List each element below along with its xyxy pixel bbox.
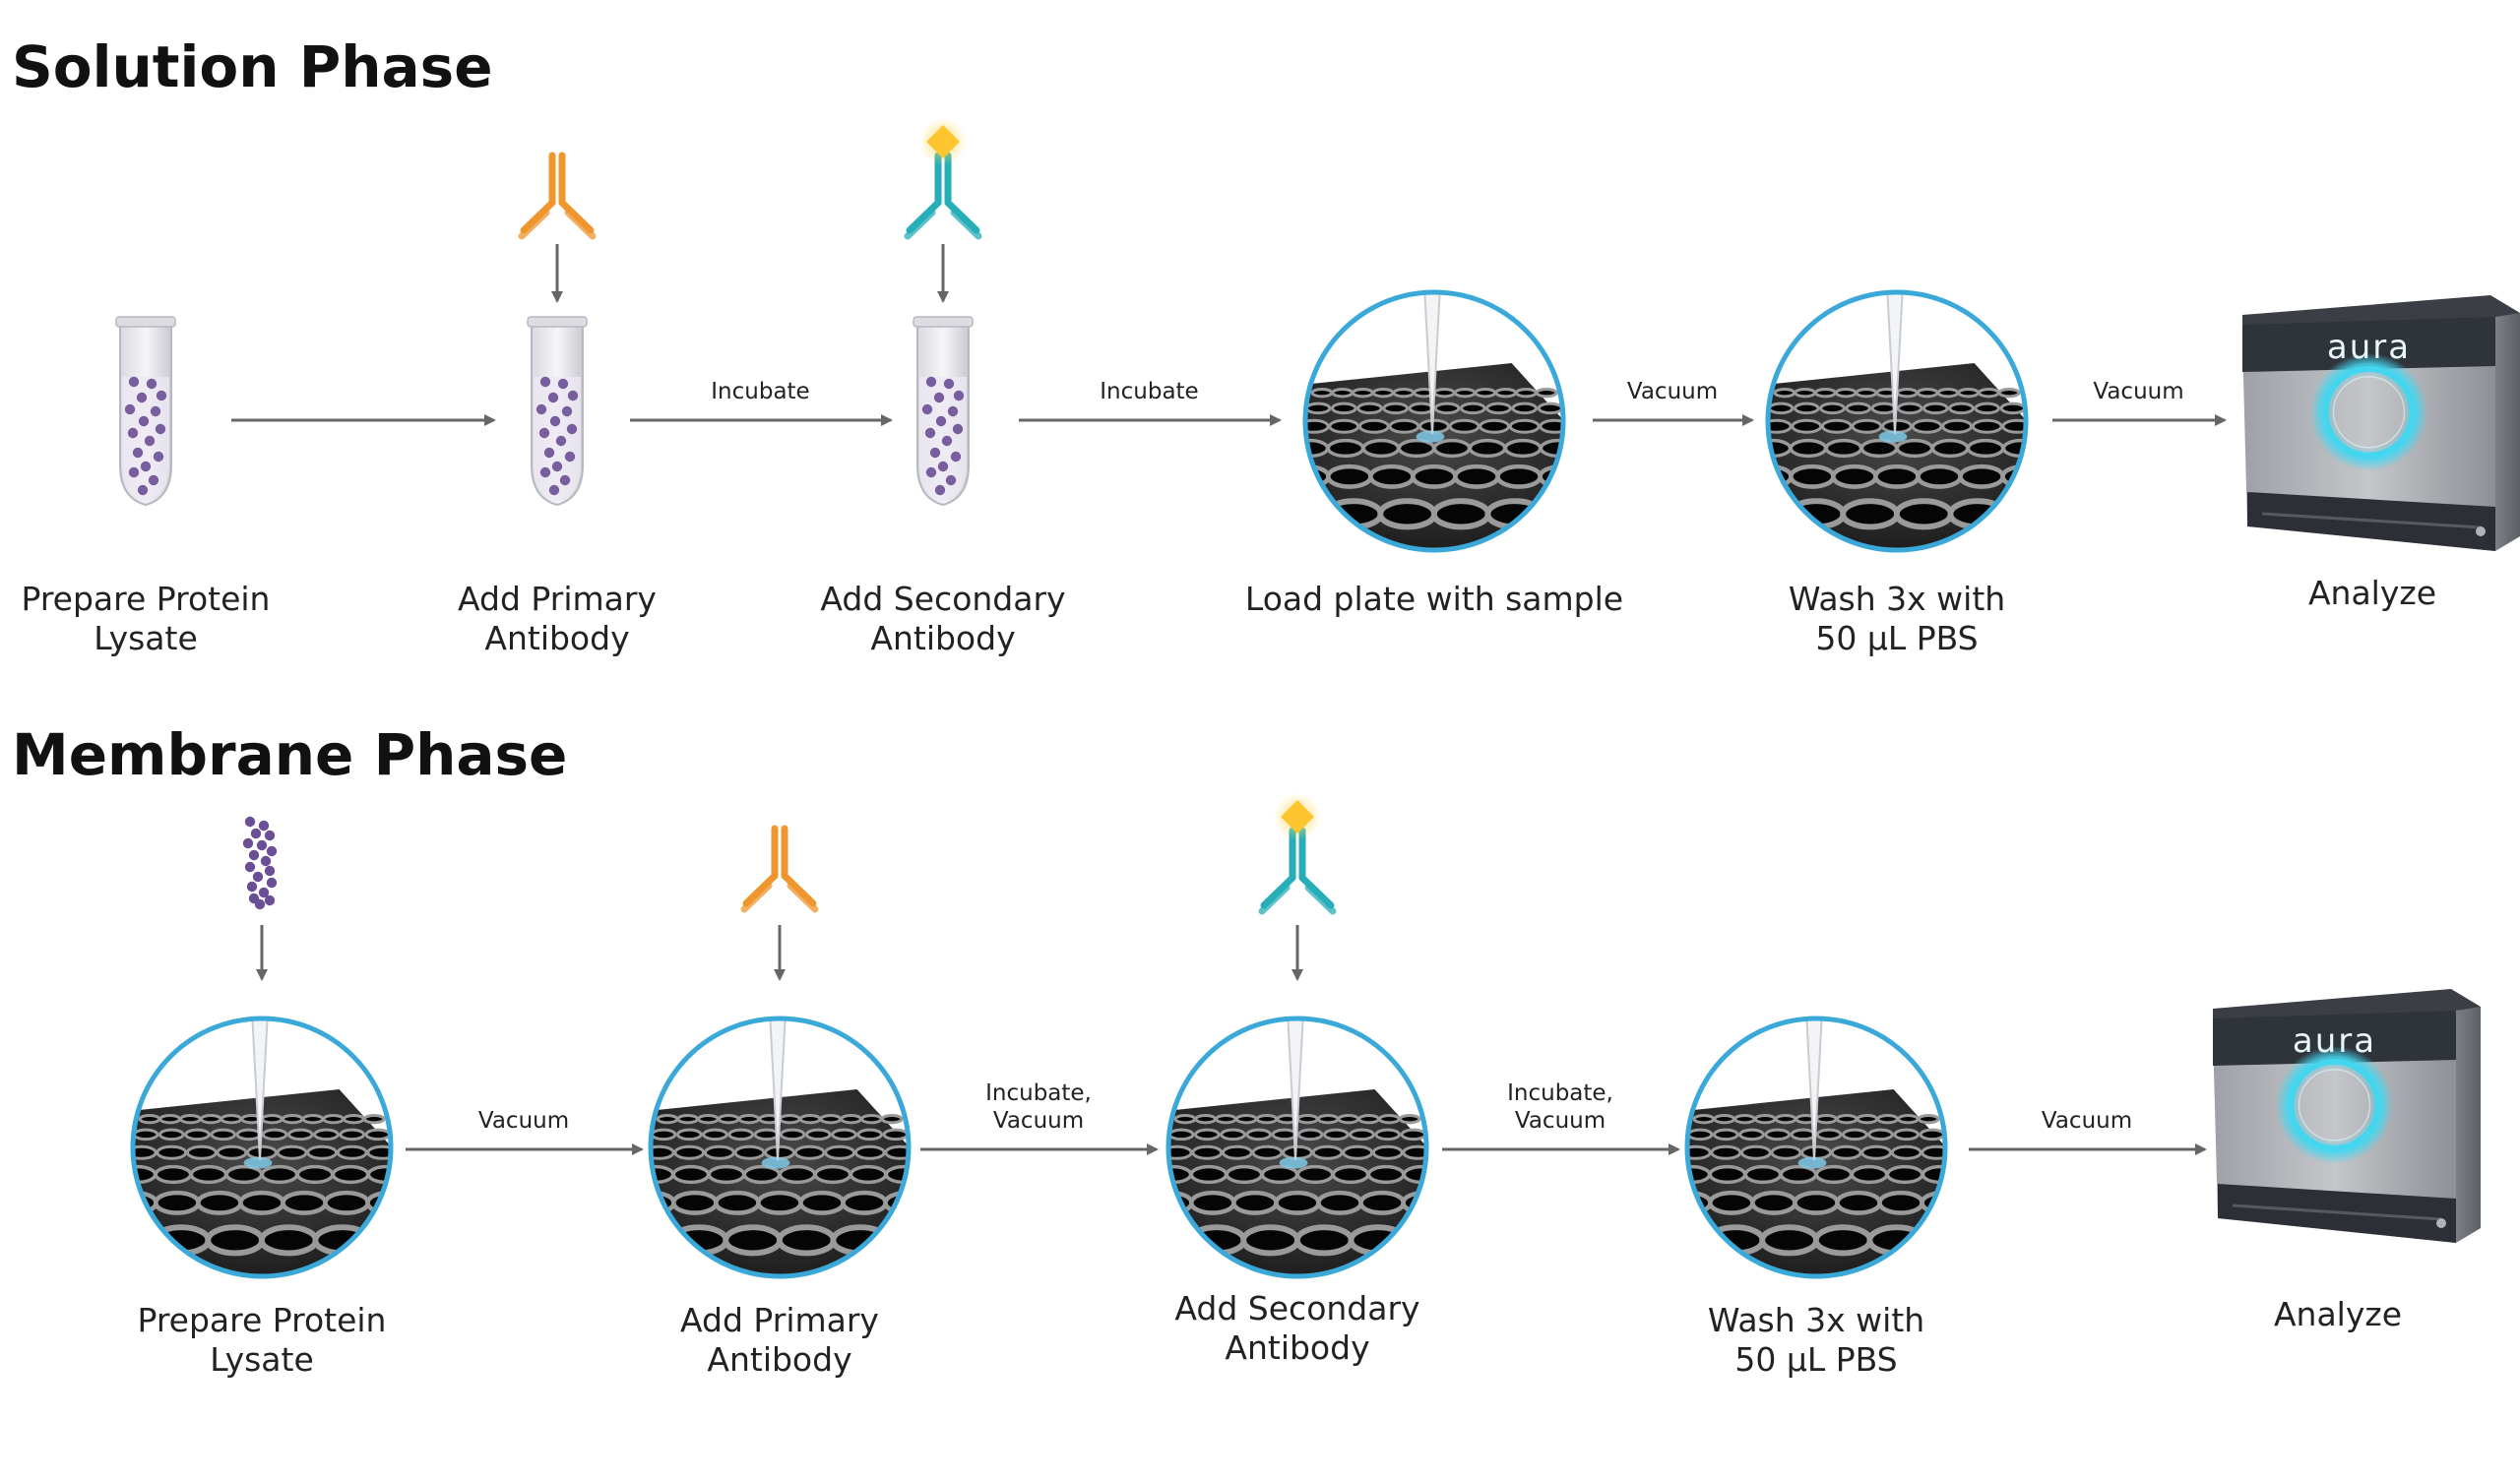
step-label: Antibody [707,1340,851,1379]
arrow-label: Incubate, [985,1080,1092,1106]
plate-well-zoom-icon [1302,289,1566,553]
plate-well-zoom-icon [648,1016,912,1279]
step-label: 50 µL PBS [1815,619,1978,657]
primary-antibody-icon [740,825,819,913]
step-add-primary [648,825,912,1279]
step-add-secondary [904,118,982,507]
step-prepare-lysate [115,316,176,507]
step-label: Wash 3x with [1789,580,2005,618]
arrow-label: Vacuum [2093,379,2183,404]
secondary-antibody-icon [1258,793,1337,915]
instrument-brand-label: aura [2327,328,2411,367]
plate-well-zoom-icon [130,1016,394,1279]
step-wash [1765,289,2029,553]
arrow-label: Vacuum [478,1108,569,1134]
sample-tube-icon [115,316,176,507]
solution-phase-title: Solution Phase [12,33,493,100]
step-analyze: aura [2242,295,2520,551]
step-label: Load plate with sample [1245,580,1623,618]
step-label: Antibody [1225,1328,1369,1367]
step-label: Prepare Protein [22,580,271,618]
aura-instrument-icon: aura [2213,989,2481,1243]
plate-well-zoom-icon [1765,289,2029,553]
step-label: Add Secondary [820,580,1065,618]
arrow-label: Incubate, [1507,1080,1613,1106]
arrow-label: Vacuum [993,1108,1084,1134]
step-label: Add Primary [458,580,657,618]
arrow-label: Vacuum [2042,1108,2132,1134]
arrow-label: Vacuum [1627,379,1718,404]
sample-tube-icon [527,316,588,507]
step-label: Add Primary [680,1301,879,1339]
step-label: Wash 3x with [1708,1301,1924,1339]
arrow-label: Incubate [1100,379,1198,404]
step-label: Antibody [870,619,1015,657]
step-label: Lysate [94,619,198,657]
step-prepare-lysate [130,816,394,1279]
step-add-primary [518,152,597,507]
step-label: Analyze [2274,1295,2402,1333]
instrument-brand-label: aura [2293,1021,2376,1061]
plate-well-zoom-icon [1166,1016,1429,1279]
step-add-secondary [1166,793,1429,1279]
step-label: Add Secondary [1174,1289,1419,1327]
step-load-plate [1302,289,1566,553]
step-analyze: aura [2213,989,2481,1243]
step-wash [1684,1016,1948,1279]
step-label: Lysate [210,1340,314,1379]
step-label: Analyze [2308,574,2436,612]
sample-tube-icon [913,316,974,507]
secondary-antibody-icon [904,118,982,240]
arrow-label: Incubate [711,379,809,404]
step-label: Prepare Protein [138,1301,387,1339]
step-label: 50 µL PBS [1734,1340,1897,1379]
lysate-particles-icon [242,816,278,910]
membrane-phase-title: Membrane Phase [12,721,567,788]
primary-antibody-icon [518,152,597,240]
arrow-label: Vacuum [1515,1108,1606,1134]
plate-well-zoom-icon [1684,1016,1948,1279]
step-label: Antibody [484,619,629,657]
aura-instrument-icon: aura [2242,295,2520,551]
